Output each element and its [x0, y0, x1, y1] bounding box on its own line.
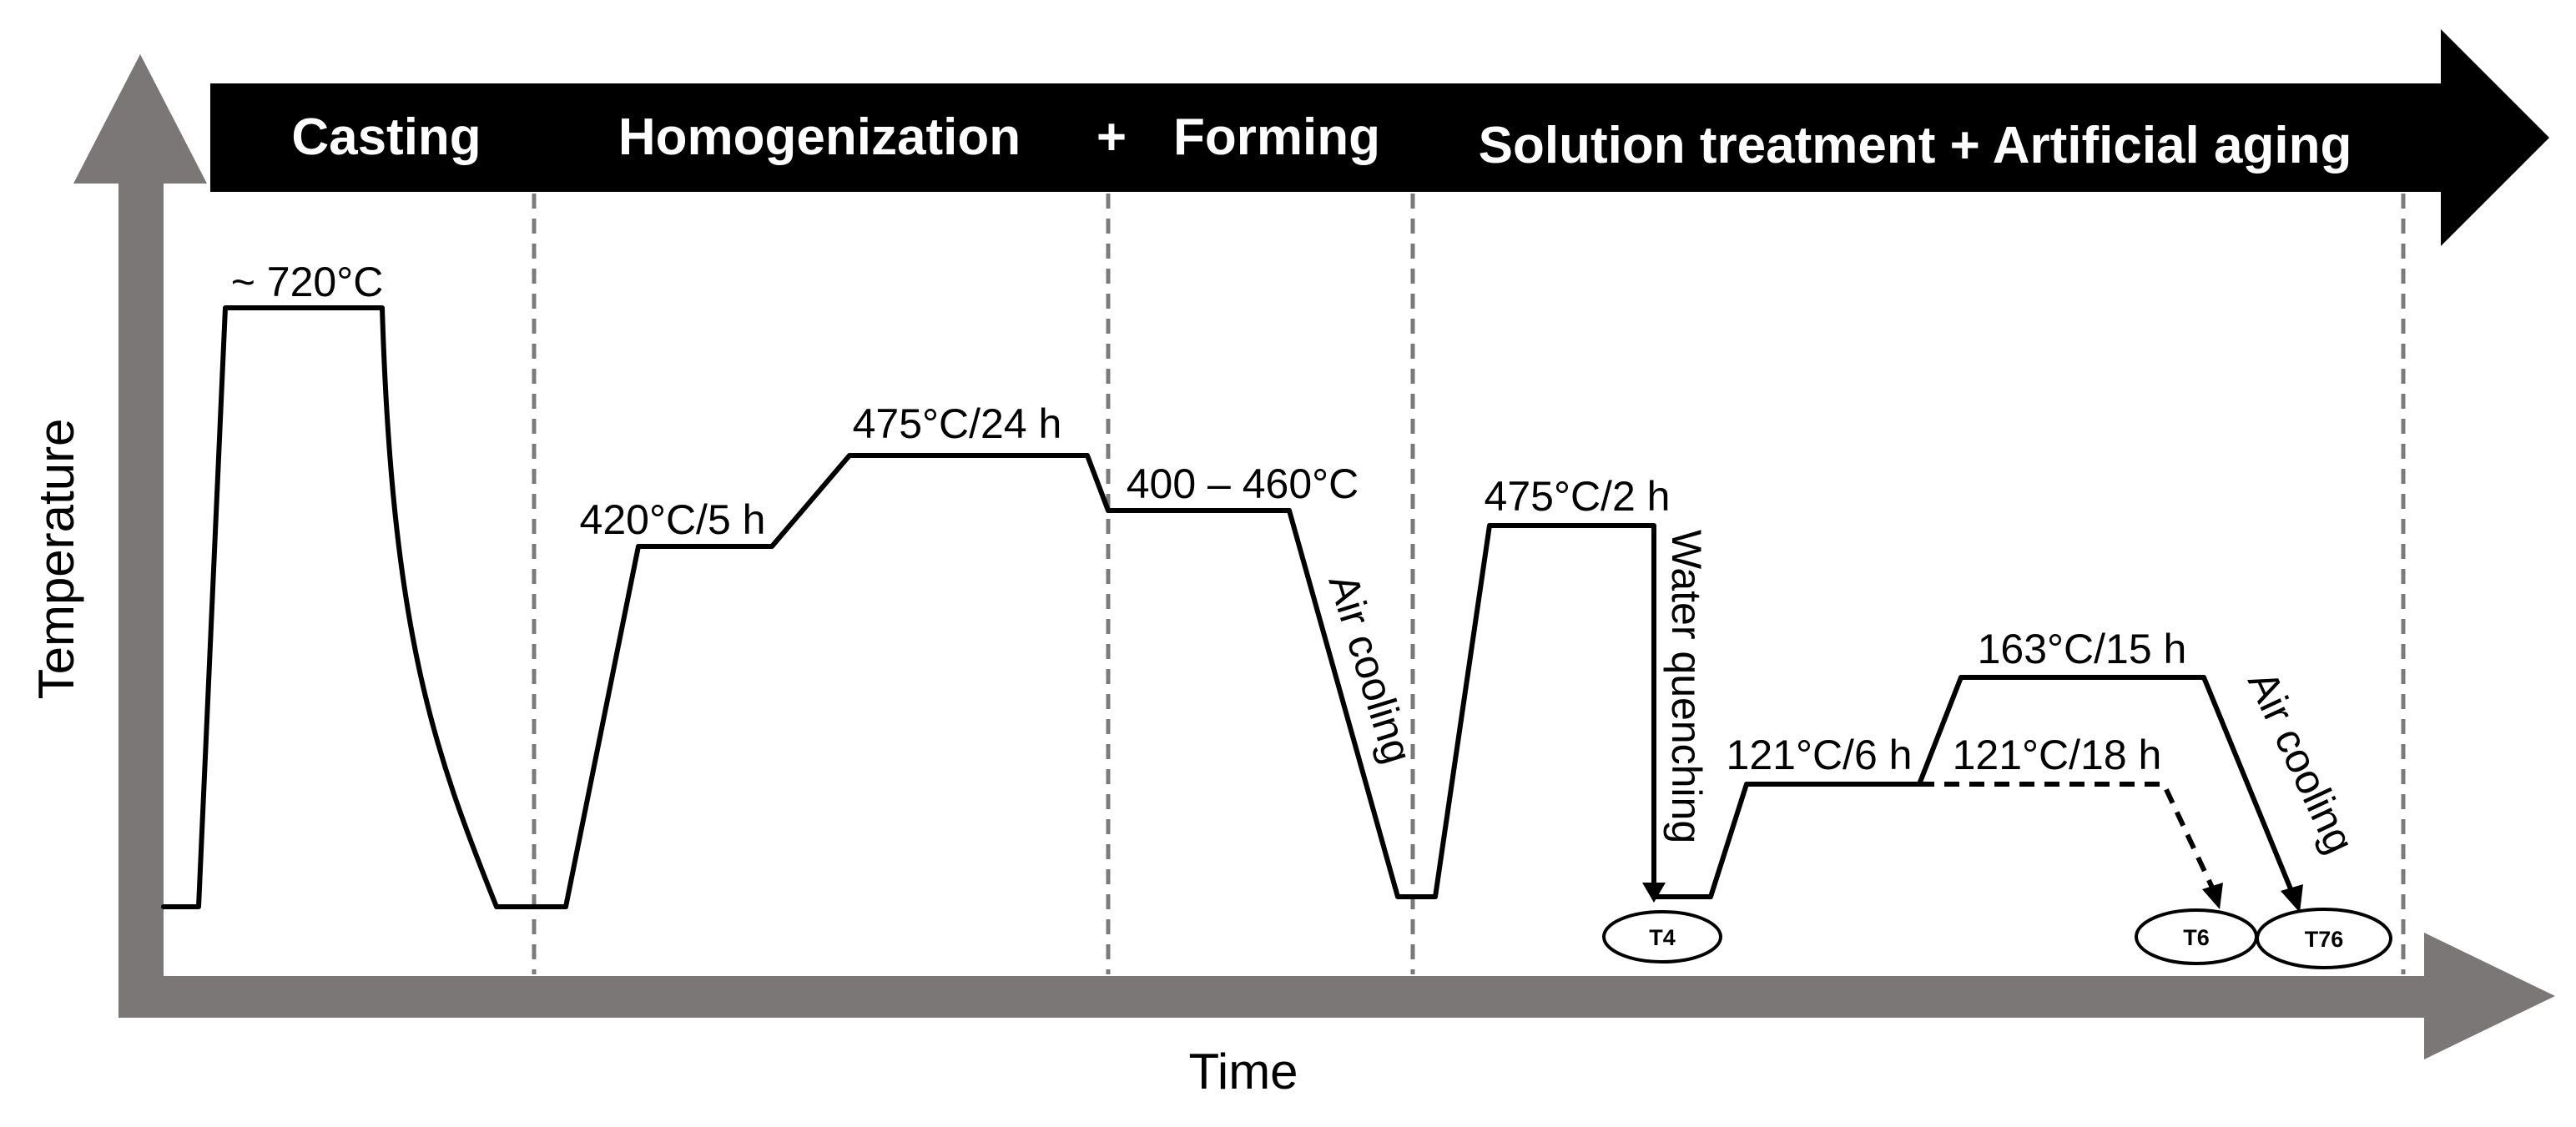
badge-t4: T4: [1602, 910, 1722, 963]
badge-t76-label: T76: [2305, 927, 2344, 952]
badge-t6: T6: [2135, 908, 2258, 965]
stage-forming: Forming: [1173, 108, 1380, 166]
badge-t76: T76: [2256, 908, 2392, 969]
y-axis-bar: [118, 133, 164, 1018]
t6-arrowhead: [2202, 883, 2223, 909]
label-homog-1: 420°C/5 h: [580, 496, 766, 543]
badge-t4-oval: [1602, 910, 1722, 963]
y-axis-title: Temperature: [28, 419, 84, 700]
label-aging-2: 163°C/15 h: [1978, 626, 2187, 672]
stage-dividers: [532, 194, 2406, 974]
label-homog-2: 475°C/24 h: [853, 400, 1062, 447]
air-cooling-arrowhead: [2281, 884, 2303, 913]
label-water-quenching: Water quenching: [1663, 530, 1710, 843]
label-aging-3: 121°C/18 h: [1953, 732, 2162, 778]
axes: [73, 54, 2555, 1059]
temperature-profile: [161, 305, 1656, 909]
label-forming: 400 – 460°C: [1127, 460, 1359, 507]
label-melt: ~ 720°C: [231, 259, 384, 305]
quench-arrowhead: [1642, 883, 1666, 903]
badge-t76-oval: [2256, 908, 2392, 969]
x-axis-bar: [118, 976, 2438, 1018]
t6-aging-dashed: [1919, 782, 2216, 891]
label-solution: 475°C/2 h: [1485, 473, 1671, 520]
label-aging-1: 121°C/6 h: [1727, 732, 1913, 778]
stage-homogenization: Homogenization: [618, 108, 1021, 166]
stage-casting: Casting: [291, 108, 481, 166]
y-axis-arrowhead: [73, 54, 207, 184]
x-axis-arrowhead: [2424, 933, 2555, 1059]
process-banner: [210, 29, 2549, 246]
stage-solution-aging: Solution treatment + Artificial aging: [1479, 117, 2352, 174]
aging-profile: [1651, 675, 2294, 899]
label-air-cooling-2: Air cooling: [2239, 664, 2363, 860]
badge-t4-label: T4: [1649, 925, 1676, 950]
badge-t6-label: T6: [2183, 925, 2210, 950]
x-axis-title: Time: [1188, 1044, 1298, 1099]
stage-plus: +: [1096, 108, 1127, 166]
